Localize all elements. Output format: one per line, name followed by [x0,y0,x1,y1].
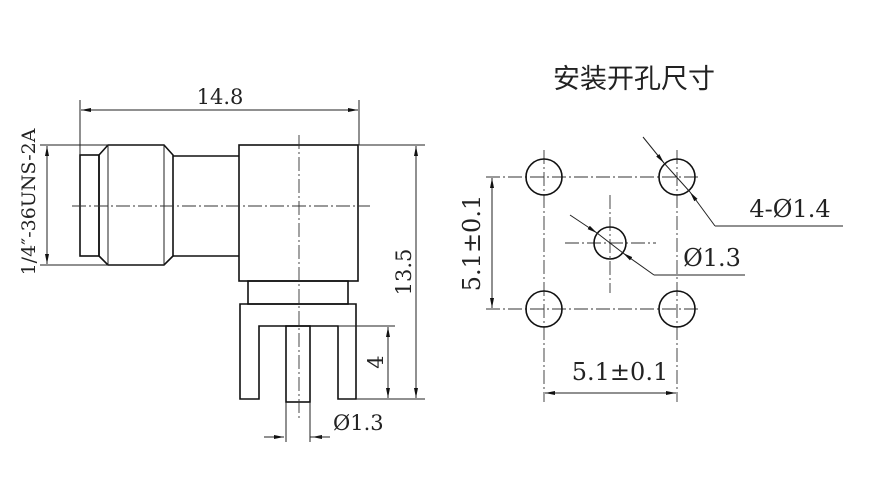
dimension-pin-diameter: Ø1.3 [264,402,384,442]
connector-side-view [72,135,370,420]
leader-outer-holes: 4-Ø1.4 [642,136,843,227]
center-pin [285,325,311,403]
dimension-width: 14.8 [79,85,360,155]
dimension-horizontal-spacing: 5.1±0.1 [545,358,676,395]
horizontal-spacing-label: 5.1±0.1 [572,358,668,386]
height-dim-label: 13.5 [392,249,416,296]
connector-spacer [247,280,349,305]
mounting-hole [525,290,563,328]
connector-nut [98,144,174,266]
mounting-hole [525,158,563,196]
dimension-pin-length: 4 [338,325,395,398]
leader-center-hole: Ø1.3 [569,214,745,276]
pin-length-label: 4 [364,355,388,368]
dimension-height: 13.5 [356,144,425,400]
center-hole-label: Ø1.3 [683,244,741,272]
connector-base-legs [239,303,357,400]
thread-spec-label: 1/4″-36UNS-2A [18,128,40,275]
mounting-hole [658,290,696,328]
mounting-hole [658,158,696,196]
footprint-title: 安装开孔尺寸 [553,64,715,95]
connector-flange [79,154,100,257]
center-hole [593,226,627,260]
connector-body [238,144,359,282]
dimension-thread: 1/4″-36UNS-2A [18,128,108,275]
dimension-vertical-spacing: 5.1±0.1 [458,178,494,308]
pin-diameter-label: Ø1.3 [333,411,384,435]
vertical-spacing-label: 5.1±0.1 [458,195,486,291]
connector-neck [173,155,239,257]
width-dim-label: 14.8 [197,85,244,109]
footprint-view [486,150,700,402]
outer-holes-label: 4-Ø1.4 [749,195,830,223]
